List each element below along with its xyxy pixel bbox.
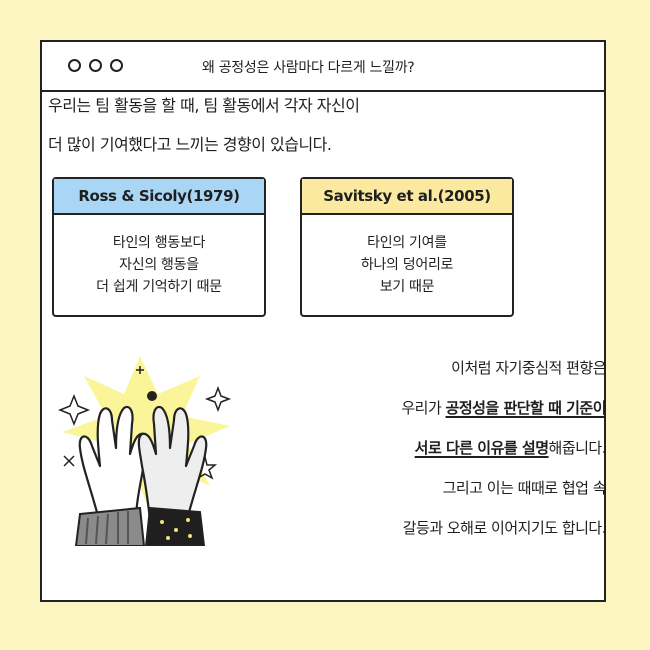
study-card-savitsky: Savitsky et al.(2005) 타인의 기여를 하나의 덩어리로 보… bbox=[300, 177, 514, 317]
card-line: 자신의 행동을 bbox=[119, 257, 199, 273]
card-line: 보기 때문 bbox=[379, 279, 435, 295]
window-dot-icon[interactable] bbox=[89, 59, 102, 72]
study-card-ross-sicoly: Ross & Sicoly(1979) 타인의 행동보다 자신의 행동을 더 쉽… bbox=[52, 177, 266, 317]
card-title: Savitsky et al.(2005) bbox=[302, 179, 512, 215]
window-dot-icon[interactable] bbox=[68, 59, 81, 72]
card-line: 타인의 행동보다 bbox=[112, 235, 206, 251]
card-line: 하나의 덩어리로 bbox=[360, 257, 454, 273]
closing-line: 우리가 공정성을 판단할 때 기준이 bbox=[401, 388, 606, 428]
closing-line: 이처럼 자기중심적 편향은 bbox=[451, 359, 606, 377]
card-line: 타인의 기여를 bbox=[367, 235, 447, 251]
closing-line: 그리고 이는 때때로 협업 속 bbox=[442, 479, 607, 497]
closing-text-plain: 해줍니다. bbox=[548, 439, 607, 457]
intro-text: 우리는 팀 활동을 할 때, 팀 활동에서 각자 자신이 더 많이 기여했다고 … bbox=[48, 86, 360, 164]
high-five-hands-icon bbox=[57, 356, 232, 546]
window-dot-icon[interactable] bbox=[110, 59, 123, 72]
closing-text-emphasis: 서로 다른 이유를 설명 bbox=[414, 439, 549, 457]
card-body: 타인의 행동보다 자신의 행동을 더 쉽게 기억하기 때문 bbox=[54, 215, 264, 315]
closing-line: 서로 다른 이유를 설명해줍니다. bbox=[401, 428, 607, 468]
closing-text-emphasis: 공정성을 판단할 때 기준이 bbox=[445, 399, 607, 417]
card-line: 더 쉽게 기억하기 때문 bbox=[96, 279, 222, 295]
window-title: 왜 공정성은 사람마다 다르게 느낄까? bbox=[202, 60, 415, 76]
closing-text: 이처럼 자기중심적 편향은 우리가 공정성을 판단할 때 기준이 서로 다른 이… bbox=[401, 348, 606, 548]
closing-text-plain: 우리가 bbox=[401, 399, 446, 417]
card-body: 타인의 기여를 하나의 덩어리로 보기 때문 bbox=[302, 215, 512, 315]
intro-line: 더 많이 기여했다고 느끼는 경향이 있습니다. bbox=[48, 135, 332, 154]
card-title: Ross & Sicoly(1979) bbox=[54, 179, 264, 215]
closing-line: 갈등과 오해로 이어지기도 합니다. bbox=[402, 519, 607, 537]
intro-line: 우리는 팀 활동을 할 때, 팀 활동에서 각자 자신이 bbox=[48, 96, 360, 115]
window-controls bbox=[68, 59, 123, 72]
window-titlebar: 왜 공정성은 사람마다 다르게 느낄까? bbox=[42, 42, 604, 92]
